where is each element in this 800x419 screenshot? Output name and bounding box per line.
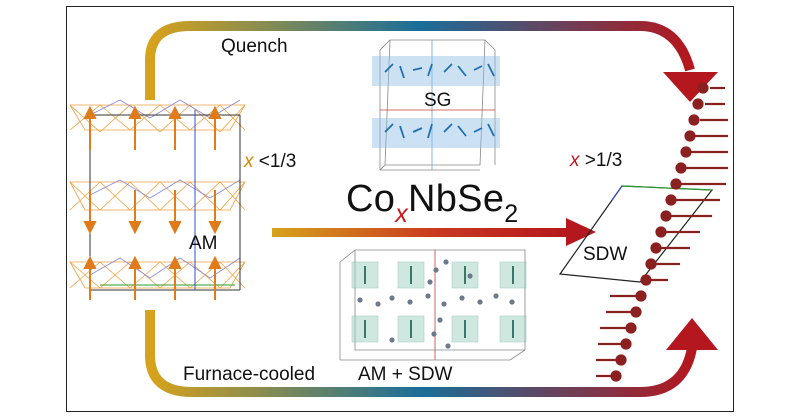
main-arrow-shaft <box>272 228 572 237</box>
furnace-arrow <box>145 310 697 397</box>
main-arrow-head <box>566 218 596 246</box>
formula-co: Co <box>346 178 396 220</box>
sdw-label: SDW <box>583 244 628 265</box>
spin-chain <box>596 82 728 382</box>
am-structure <box>69 99 246 291</box>
furnace-arrowhead <box>666 318 718 350</box>
x-high-variable: x <box>570 150 580 171</box>
am-spins <box>83 105 222 300</box>
x-greater-than-label: x >1/3 <box>570 150 622 172</box>
sg-structure <box>379 39 496 171</box>
quench-label: Quench <box>221 36 288 57</box>
x-low-condition: <1/3 <box>253 151 297 172</box>
am-sdw-spins <box>364 266 514 338</box>
furnace-cooled-label: Furnace-cooled <box>183 364 316 385</box>
quench-arrow <box>145 21 695 100</box>
sdw-plane <box>558 185 714 283</box>
x-high-condition: >1/3 <box>579 150 623 171</box>
sg-spins <box>384 63 495 139</box>
sg-label: SG <box>424 90 452 111</box>
sg-layers <box>372 56 500 148</box>
x-less-than-label: x <1/3 <box>244 151 296 173</box>
am-label: AM <box>189 233 218 254</box>
figure-frame <box>66 6 734 412</box>
compound-formula: CoxNbSe2 <box>346 178 518 228</box>
quench-arrowhead <box>663 72 718 102</box>
formula-nbse: NbSe <box>408 178 505 220</box>
x-low-variable: x <box>244 151 254 172</box>
am-sdw-label: AM + SDW <box>358 364 453 385</box>
formula-subscript: 2 <box>504 200 519 228</box>
am-sdw-atoms <box>357 259 515 349</box>
formula-x: x <box>395 200 408 228</box>
